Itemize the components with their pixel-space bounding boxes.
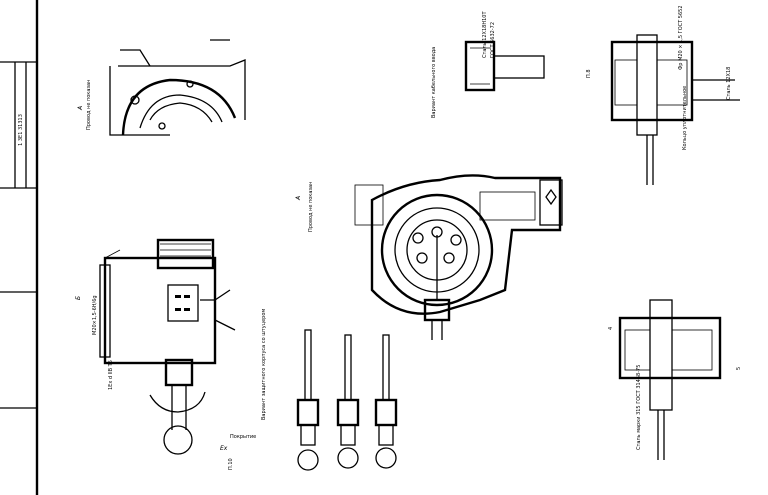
- ex-mark-1: 1Ex d IIB T6: [108, 360, 114, 390]
- right-note-3: Сталь 12Х18: [726, 67, 732, 100]
- view-a-top-left: A Провод не показан: [77, 39, 246, 136]
- dim-5: 5: [736, 367, 742, 370]
- bottom-right-note: Сталь марки 315 ГОСТ 31468-75: [636, 365, 642, 450]
- right-note-1: Фр М20 × 1,5 ГОСТ 5652: [678, 6, 684, 71]
- pipe-note-1: Сталь 12Х18Н10Т: [482, 11, 488, 58]
- view-detail-bottom-right: Сталь марки 315 ГОСТ 31468-75 4 5: [608, 299, 742, 460]
- frame-stamp-text: 1 3E1 31313: [18, 114, 24, 146]
- center-view-caption: Провод не показан: [308, 182, 314, 232]
- ex-mark-2: Ex: [220, 445, 228, 452]
- center-view-title: A: [295, 196, 302, 201]
- dim-4: 4: [608, 327, 614, 330]
- view-b-left-section: Б M20×1,5-6H/6g 1Ex d IIB T6 Ex Покрытие…: [75, 238, 256, 470]
- view-b-title: Б: [75, 296, 82, 300]
- view-probes: Вариант защитного корпуса со штуцером: [261, 309, 398, 471]
- probes-caption: Вариант защитного корпуса со штуцером: [261, 309, 267, 420]
- probe-3: [374, 334, 398, 469]
- dim-p8: П.8: [586, 69, 592, 78]
- drawing-frame: 1 3E1 31313: [0, 0, 39, 495]
- right-note-2: Кольцо уплотнительное: [682, 86, 688, 150]
- dim-p10: П.10: [228, 458, 234, 470]
- view-cable-gland: Сталь 12Х18Н10Т ГОСТ 5632-72 Вариант каб…: [431, 11, 545, 118]
- view-detail-top-right: Фр М20 × 1,5 ГОСТ 5652 Кольцо уплотнител…: [586, 6, 740, 185]
- view-a-center: A Провод не показан: [295, 174, 563, 340]
- bottom-label: Покрытие: [230, 434, 256, 440]
- pipe-caption: Вариант кабельного ввода: [431, 47, 437, 118]
- thread-label: M20×1,5-6H/6g: [92, 295, 98, 335]
- probe-2: [336, 334, 360, 469]
- probe-1: [296, 329, 320, 471]
- view-a-title: A: [77, 106, 84, 111]
- view-a-caption: Провод не показан: [86, 80, 92, 130]
- pipe-note-2: ГОСТ 5632-72: [490, 22, 496, 58]
